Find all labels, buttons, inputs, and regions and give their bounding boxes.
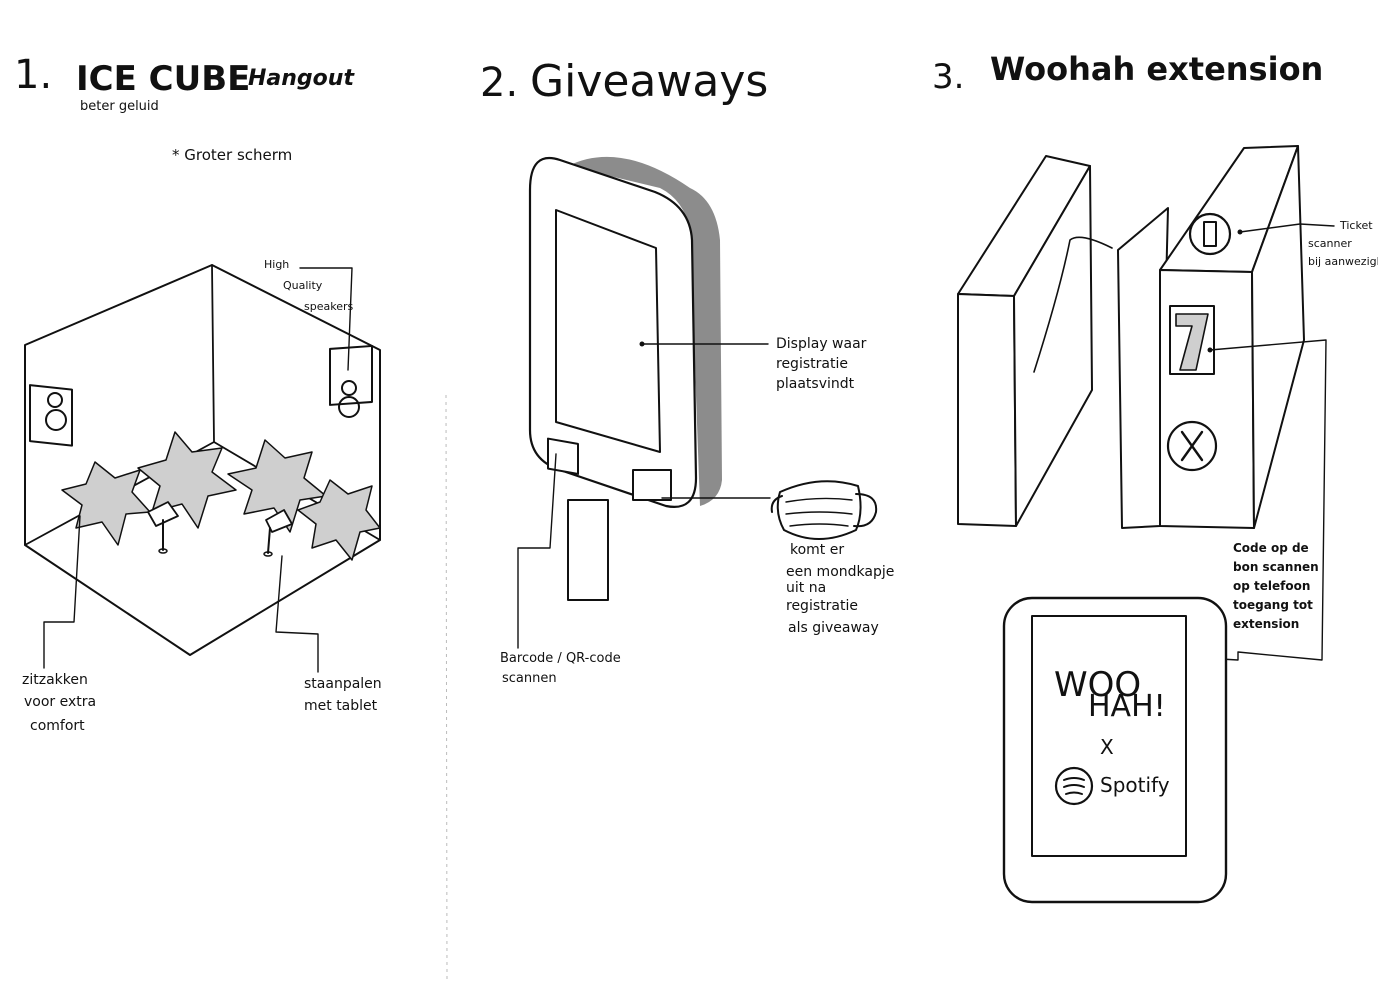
section3-number: 3.	[932, 57, 964, 97]
screen-x-text: X	[1100, 735, 1114, 759]
section2-number: 2.	[480, 60, 518, 106]
gate-right-sketch	[1118, 146, 1304, 528]
section-woohah: 3. Woohah extension	[932, 50, 1378, 902]
section1-number: 1.	[14, 52, 52, 98]
screen-spotify-text: Spotify	[1100, 773, 1170, 797]
kiosk-sketch	[530, 157, 722, 600]
section-ice-cube: 1. ICE CUBE Hangout beter geluid * Grote…	[14, 52, 386, 734]
section-divider	[446, 395, 447, 980]
section3-title: Woohah extension	[990, 50, 1323, 88]
section1-title: ICE CUBE	[76, 59, 250, 99]
label-poles: staanpalen met tablet	[304, 676, 386, 714]
screen-hah-text: HAH!	[1088, 689, 1166, 724]
speaker-icon	[30, 385, 72, 445]
label-code: Code op de bon scannen op telefoon toega…	[1233, 541, 1323, 631]
label-ticket: Ticket scanner bij aanwezigheid	[1308, 219, 1378, 268]
section1-note-screen: * Groter scherm	[172, 146, 292, 164]
section2-title: Giveaways	[530, 56, 768, 107]
label-beanbags: zitzakken voor extra comfort	[22, 672, 101, 734]
tablet-screen-sketch: WOO HAH! X Spotify	[1004, 598, 1226, 902]
label-mask: komt er een mondkapje uit na registratie…	[786, 542, 899, 636]
label-scan: Barcode / QR-code scannen	[500, 651, 625, 686]
section-giveaways: 2. Giveaways Display waar regis	[480, 56, 899, 686]
label-display: Display waar registratie plaatsvindt	[776, 336, 871, 392]
face-mask-icon	[772, 481, 876, 539]
section1-note-sound: beter geluid	[80, 99, 159, 114]
section1-title-suffix: Hangout	[248, 66, 355, 91]
gate-left-sketch	[958, 156, 1112, 526]
